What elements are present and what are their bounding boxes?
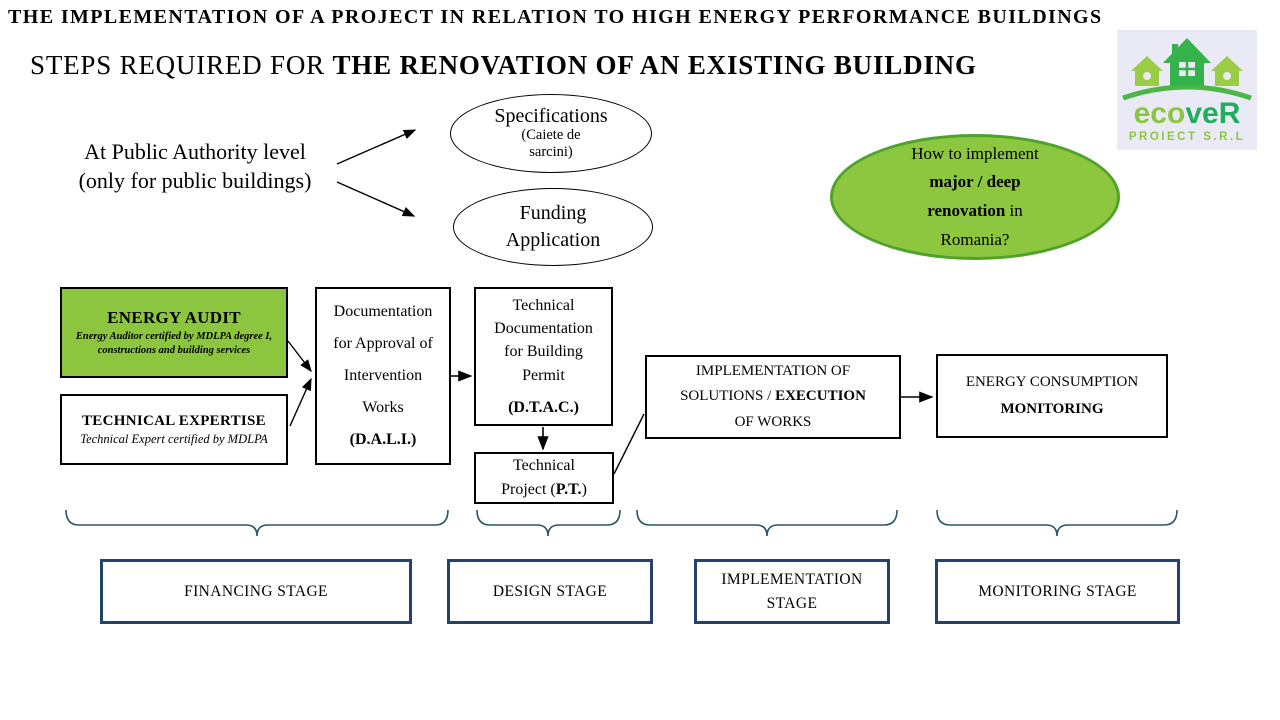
brace-implementation: [636, 509, 898, 537]
energy-audit-title: ENERGY AUDIT: [107, 308, 241, 328]
technical-project-box: Technical Project (P.T.): [474, 452, 614, 504]
dtac-box: Technical Documentation for Building Per…: [474, 287, 613, 426]
question-line3: renovation in: [927, 201, 1023, 220]
funding-application-ellipse: Funding Application: [453, 188, 653, 266]
specifications-title: Specifications: [494, 105, 608, 128]
question-line2: major / deep: [929, 172, 1021, 192]
funding-line1: Funding: [519, 202, 587, 224]
right-house-icon: [1211, 56, 1243, 86]
page-title: THE IMPLEMENTATION OF A PROJECT IN RELAT…: [8, 6, 1103, 28]
dali-line3: Intervention: [343, 367, 423, 384]
subtitle-bold: THE RENOVATION OF AN EXISTING BUILDING: [332, 50, 977, 80]
energy-audit-sub: Energy Auditor certified by MDLPA degree…: [75, 331, 273, 356]
financing-stage-label: FINANCING STAGE: [184, 582, 328, 600]
left-house-window: [1143, 72, 1151, 80]
technical-expertise-sub: Technical Expert certified by MDLPA: [80, 431, 268, 446]
pt-line1: Technical: [513, 457, 575, 474]
monitoring-stage-box: MONITORING STAGE: [935, 559, 1180, 624]
monitor-line1: ENERGY CONSUMPTION: [965, 374, 1139, 390]
authority-line2: (only for public buildings): [78, 168, 312, 194]
dali-box: Documentation for Approval of Interventi…: [315, 287, 451, 465]
monitor-line2: MONITORING: [1000, 401, 1104, 417]
dali-acronym: (D.A.L.I.): [349, 431, 417, 448]
renovation-question-ellipse: How to implement major / deep renovation…: [830, 134, 1120, 260]
implementation-of-solutions-box: IMPLEMENTATION OF SOLUTIONS / EXECUTION …: [645, 355, 901, 439]
energy-consumption-monitoring-box: ENERGY CONSUMPTION MONITORING: [936, 354, 1168, 438]
brace-monitoring: [936, 509, 1178, 537]
dtac-line4: Permit: [522, 366, 565, 384]
dali-line4: Works: [362, 399, 404, 416]
subtitle-prefix: STEPS REQUIRED FOR: [30, 50, 333, 80]
dtac-acronym: (D.T.A.C.): [508, 398, 579, 416]
financing-stage-box: FINANCING STAGE: [100, 559, 412, 624]
question-line1: How to implement: [911, 143, 1039, 163]
arrow-energy-audit-dali: [287, 340, 312, 373]
left-house-icon: [1131, 56, 1163, 86]
brace-design: [476, 509, 621, 537]
page-subtitle: STEPS REQUIRED FOR THE RENOVATION OF AN …: [30, 50, 977, 81]
public-authority-label: At Public Authority level (only for publ…: [40, 137, 350, 195]
impl-line1: IMPLEMENTATION OF: [695, 362, 851, 379]
pt-line2: Project (P.T.): [501, 481, 587, 498]
technical-expertise-box: TECHNICAL EXPERTISE Technical Expert cer…: [60, 394, 288, 465]
design-stage-box: DESIGN STAGE: [447, 559, 653, 624]
right-house-window: [1223, 72, 1231, 80]
line-pt-implementation: [613, 413, 645, 475]
specifications-ellipse: Specifications (Caiete de sarcini): [450, 94, 652, 173]
specifications-sub2: sarcini): [529, 144, 573, 160]
logo-subtext: PROIECT S.R.L: [1129, 131, 1245, 143]
technical-expertise-title: TECHNICAL EXPERTISE: [82, 412, 266, 429]
authority-line1: At Public Authority level: [84, 139, 306, 164]
dali-line2: for Approval of: [333, 335, 433, 352]
implementation-stage-label: IMPLEMENTATION STAGE: [721, 571, 863, 612]
energy-audit-box: ENERGY AUDIT Energy Auditor certified by…: [60, 287, 288, 378]
dali-line1: Documentation: [333, 303, 433, 320]
dtac-line1: Technical: [512, 297, 575, 314]
logo-wordmark: ecoveR: [1134, 97, 1241, 130]
monitoring-stage-label: MONITORING STAGE: [978, 582, 1137, 600]
implementation-stage-box: IMPLEMENTATION STAGE: [694, 559, 890, 624]
design-stage-label: DESIGN STAGE: [492, 582, 608, 600]
specifications-sub1: (Caiete de: [521, 127, 581, 144]
impl-line2: SOLUTIONS / EXECUTION: [680, 388, 866, 405]
impl-line3: OF WORKS: [734, 413, 812, 430]
question-line4: Romania?: [940, 229, 1010, 249]
logo-hill-arc: [1122, 84, 1252, 101]
ecover-logo: ecoveR PROIECT S.R.L: [1117, 30, 1257, 150]
arrow-technical-expertise-dali: [289, 377, 312, 427]
funding-line2: Application: [505, 229, 601, 251]
center-house-chimney: [1172, 44, 1178, 55]
dtac-line3: for Building: [504, 343, 583, 361]
brace-financing: [65, 509, 449, 537]
dtac-line2: Documentation: [494, 320, 593, 338]
